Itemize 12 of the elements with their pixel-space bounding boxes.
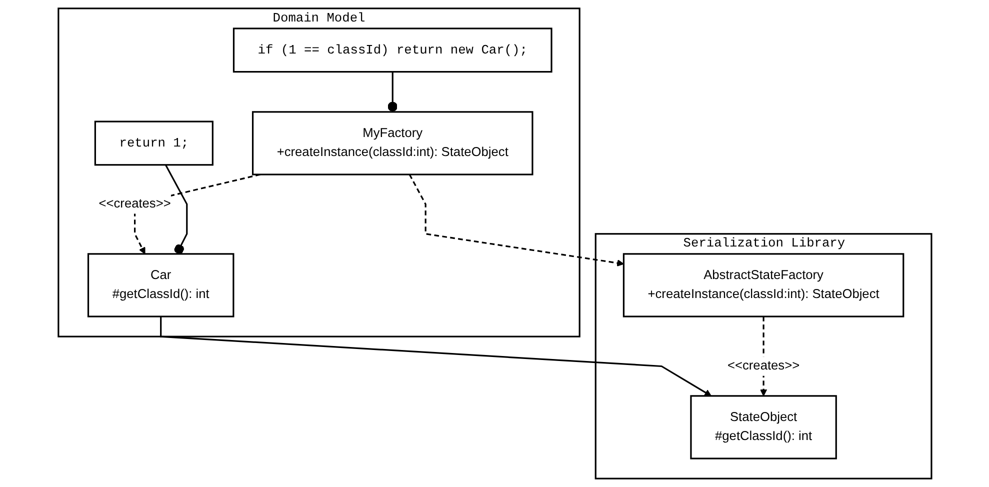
node-box: AbstractStateFactory +createInstance(classId:int): StateObject: [622, 253, 904, 318]
node-box: StateObject #getClassId(): int: [690, 395, 836, 460]
node-box: Car #getClassId(): int: [87, 253, 234, 318]
edge-label: <<creates>>: [98, 196, 170, 211]
arrow: [160, 316, 712, 396]
arrow: [408, 174, 624, 266]
connector: [387, 72, 398, 112]
connector: [164, 164, 188, 254]
node-box: MyFactory +createInstance(classId:int): StateObject: [252, 111, 533, 176]
edge-label: <<creates>>: [727, 359, 800, 373]
node-box: return 1;: [94, 120, 214, 166]
node-box: if (1 == classId) return new Car();: [232, 28, 552, 73]
